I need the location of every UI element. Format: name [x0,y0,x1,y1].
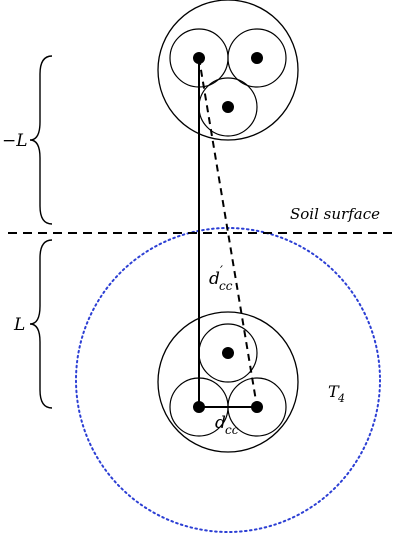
thermal-zone-label: T 4 [328,382,345,405]
dcc-sub: cc [225,423,239,437]
lower-span-label: L [13,315,25,335]
thermal-zone-main: T [328,382,340,401]
lower-outer-sheath [157,311,299,453]
dcc-label: d cc [215,413,239,437]
upper-core-right [227,28,287,88]
upper-conductor-right [251,52,263,64]
dcc-prime-sup: ′ [220,264,223,279]
dcc-prime-label: d ′ cc [209,264,233,293]
soil-surface-label: Soil surface [290,205,380,223]
lower-brace [29,239,53,409]
thermal-zone-sub: 4 [337,392,345,405]
upper-cable-group [157,0,299,141]
upper-conductor-bottom [222,101,234,113]
dcc-prime-dashed-line [198,57,258,408]
dcc-prime-sub: cc [219,279,233,293]
thermal-region-circle [75,227,381,533]
upper-outer-sheath [157,0,299,141]
dcc-prime-main: d [209,269,220,289]
lower-conductor-top [222,347,234,359]
upper-span-label: −L [2,131,28,151]
upper-brace [29,55,53,225]
dcc-main: d [215,413,226,433]
